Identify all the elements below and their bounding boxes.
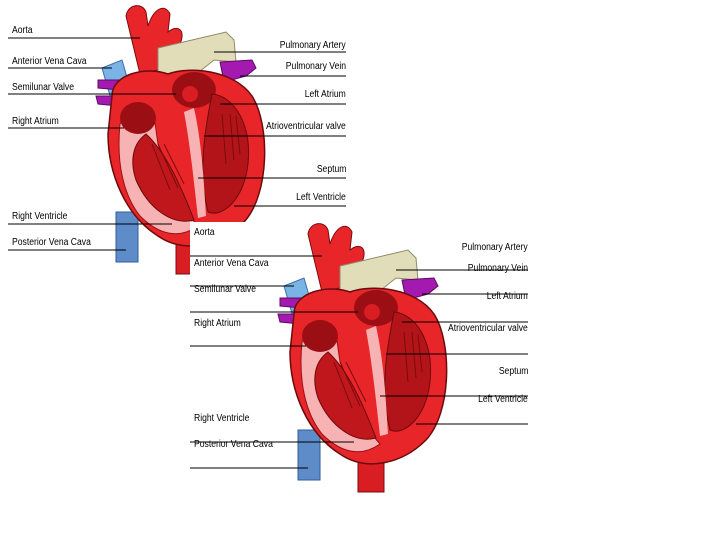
label-pulmonary-artery: Pulmonary Artery <box>462 242 528 253</box>
label-posterior-vena-cava: Posterior Vena Cava <box>12 237 91 248</box>
label-right-atrium: Right Atrium <box>12 116 59 127</box>
label-pulmonary-vein: Pulmonary Vein <box>286 61 346 72</box>
label-left-atrium: Left Atrium <box>305 89 346 100</box>
posterior-vena-cava <box>298 430 320 480</box>
label-semilunar-valve: Semilunar Valve <box>12 82 74 93</box>
label-pulmonary-vein: Pulmonary Vein <box>468 263 528 274</box>
heart-diagram-front: Aorta Anterior Vena Cava Semilunar Valve… <box>190 222 530 492</box>
label-atrioventricular-valve: Atrioventricular valve <box>448 323 528 334</box>
label-right-atrium: Right Atrium <box>194 318 241 329</box>
label-anterior-vena-cava: Anterior Vena Cava <box>194 258 269 269</box>
label-right-ventricle: Right Ventricle <box>194 413 249 424</box>
label-semilunar-valve: Semilunar Valve <box>194 284 256 295</box>
label-left-atrium: Left Atrium <box>487 291 528 302</box>
label-left-ventricle: Left Ventricle <box>296 192 346 203</box>
label-aorta: Aorta <box>12 25 33 36</box>
posterior-vena-cava <box>116 212 138 262</box>
label-atrioventricular-valve: Atrioventricular valve <box>266 121 346 132</box>
label-septum: Septum <box>498 366 528 377</box>
label-aorta: Aorta <box>194 227 215 238</box>
semilunar-valve <box>364 304 380 320</box>
label-right-ventricle: Right Ventricle <box>12 211 67 222</box>
semilunar-valve <box>182 86 198 102</box>
label-posterior-vena-cava: Posterior Vena Cava <box>194 439 273 450</box>
label-septum: Septum <box>316 164 346 175</box>
label-pulmonary-artery: Pulmonary Artery <box>280 40 346 51</box>
right-atrium <box>302 320 338 352</box>
right-atrium <box>120 102 156 134</box>
label-left-ventricle: Left Ventricle <box>478 394 528 405</box>
label-anterior-vena-cava: Anterior Vena Cava <box>12 56 87 67</box>
